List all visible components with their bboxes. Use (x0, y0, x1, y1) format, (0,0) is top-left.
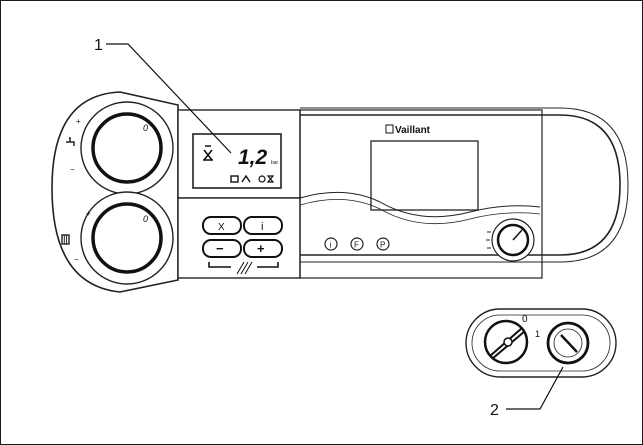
callout-1-leader (106, 43, 232, 154)
front-panel-wave-2 (299, 199, 541, 225)
brand-logo-mark (385, 124, 394, 134)
panel-outline (175, 114, 621, 256)
chimney-sweep-button-label: X (218, 222, 225, 233)
minus-button[interactable] (202, 239, 242, 258)
hot-water-knob-zero-mark: 0 (143, 123, 148, 133)
heating-knob-zero-mark: 0 (143, 214, 148, 224)
combined-press-hatch (236, 261, 253, 275)
pressure-gauge-dial (553, 328, 583, 358)
round-button-i-label: i (330, 241, 332, 250)
lcd-pressure-unit: bar (271, 160, 279, 166)
round-button-p-label: P (380, 241, 385, 250)
info-window (370, 140, 479, 211)
front-panel-wave (299, 191, 541, 218)
info-button[interactable] (243, 216, 283, 235)
round-button-f-label: F (354, 241, 359, 250)
panel-inner-outline (300, 107, 629, 263)
round-button-i[interactable] (324, 237, 338, 251)
heating-plus-mark: + (86, 209, 91, 218)
pressure-gauge-needle (560, 334, 578, 353)
plus-button[interactable] (243, 239, 283, 258)
hot-water-plus-mark: + (76, 117, 81, 126)
hot-water-minus-mark: − (70, 165, 75, 174)
lcd-screen (192, 133, 282, 189)
right-dial[interactable] (491, 218, 535, 262)
main-switch-off-label: 0 (522, 314, 528, 325)
main-switch-on-label: 1 (535, 329, 540, 339)
callout-2-label: 2 (490, 402, 499, 419)
brand-logo: Vaillant (395, 125, 431, 136)
radiator-icon (61, 234, 70, 245)
callout-1-label: 1 (94, 37, 103, 54)
heating-minus-mark: − (74, 255, 79, 264)
round-button-f[interactable] (350, 237, 364, 251)
combined-press-indicator (208, 262, 279, 268)
hot-water-knob[interactable] (91, 112, 163, 184)
heating-knob[interactable] (91, 202, 163, 274)
hot-water-tap-icon (66, 137, 75, 146)
round-button-row: i F P (324, 237, 390, 251)
lower-module-inner (471, 314, 611, 372)
minus-button-label: − (216, 241, 224, 256)
info-button-label: i (261, 221, 263, 233)
chimney-sweep-icon (203, 145, 213, 161)
front-panel (299, 109, 543, 279)
lcd-pressure-value: 1,2 (238, 146, 268, 169)
lcd-status-icons (230, 174, 275, 183)
plus-button-label: + (257, 241, 265, 256)
round-button-p[interactable] (376, 237, 390, 251)
chimney-sweep-button[interactable] (202, 216, 242, 235)
right-dial-scale (486, 231, 491, 249)
callout-2-leader (506, 366, 564, 410)
button-module (177, 197, 301, 279)
main-switch-hub (503, 337, 513, 347)
